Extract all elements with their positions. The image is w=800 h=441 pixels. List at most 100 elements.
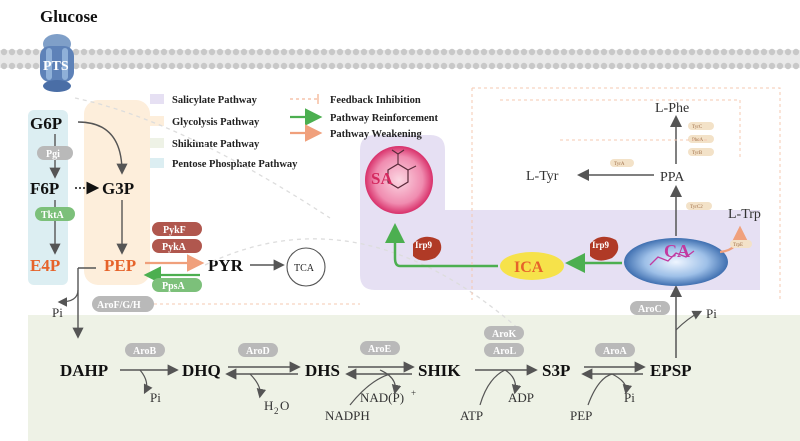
cofactor-nadp-sup: +: [411, 388, 416, 398]
lipid-head: [352, 48, 360, 56]
lipid-head: [632, 62, 640, 70]
enzyme-tyrb: [688, 148, 714, 156]
lipid-head: [136, 48, 144, 56]
lipid-head: [456, 62, 464, 70]
enzyme-tyrc2-label: TyrC2: [690, 205, 703, 210]
lipid-head: [568, 48, 576, 56]
lipid-head: [792, 62, 800, 70]
lipid-head: [264, 48, 272, 56]
lipid-head: [488, 48, 496, 56]
lipid-head: [584, 48, 592, 56]
lipid-head: [728, 48, 736, 56]
lipid-head: [176, 62, 184, 70]
feedback-arc-pts: [74, 97, 331, 219]
cofactor-o: O: [280, 398, 289, 413]
lipid-head: [168, 62, 176, 70]
lipid-head: [208, 62, 216, 70]
lipid-head: [296, 62, 304, 70]
lipid-head: [336, 62, 344, 70]
enzyme-arol: [484, 343, 524, 357]
lipid-head: [416, 62, 424, 70]
metabolite-shik: SHIK: [418, 361, 461, 380]
lipid-head: [504, 62, 512, 70]
lipid-head: [280, 48, 288, 56]
enzyme-tyrc2: [686, 202, 712, 210]
lipid-head: [656, 62, 664, 70]
lipid-head: [136, 62, 144, 70]
metabolite-ltrp: L-Trp: [728, 207, 761, 222]
lipid-head: [0, 48, 8, 56]
lipid-head: [336, 48, 344, 56]
enzyme-tyrb-label: TyrB: [692, 151, 703, 156]
lipid-head: [192, 48, 200, 56]
cofactor-nadph: NADPH: [325, 408, 370, 423]
lipid-head: [328, 48, 336, 56]
lipid-head: [720, 48, 728, 56]
cofactor-adp: ADP: [508, 390, 534, 405]
lipid-head: [144, 48, 152, 56]
lipid-head: [272, 48, 280, 56]
enzyme-pgi-label: Pgi: [46, 149, 60, 160]
lipid-head: [288, 62, 296, 70]
lipid-head: [376, 48, 384, 56]
lipid-head: [392, 62, 400, 70]
lipid-head: [504, 48, 512, 56]
lipid-head: [616, 48, 624, 56]
lipid-head: [360, 48, 368, 56]
lipid-head: [496, 62, 504, 70]
enzyme-arofgh: [92, 296, 154, 312]
lipid-head: [408, 48, 416, 56]
lipid-head: [488, 62, 496, 70]
lipid-head: [248, 62, 256, 70]
lipid-head: [472, 62, 480, 70]
enzyme-tkta: [35, 207, 75, 221]
lipid-head: [464, 62, 472, 70]
lipid-head: [472, 48, 480, 56]
metabolite-ica: ICA: [514, 259, 544, 276]
lipid-head: [784, 48, 792, 56]
legend-glycolysis: Glycolysis Pathway: [172, 117, 260, 128]
lipid-head: [568, 62, 576, 70]
lipid-head: [232, 48, 240, 56]
lipid-head: [616, 62, 624, 70]
lipid-head: [72, 48, 80, 56]
lipid-head: [664, 48, 672, 56]
lipid-head: [296, 48, 304, 56]
lipid-head: [704, 48, 712, 56]
lipid-head: [120, 48, 128, 56]
chorismate-node: [624, 238, 728, 286]
lipid-head: [224, 48, 232, 56]
enzyme-arofgh-label: AroF/G/H: [97, 300, 141, 311]
lipid-head: [784, 62, 792, 70]
lipid-head: [440, 48, 448, 56]
lipid-head: [640, 62, 648, 70]
metabolite-g3p: G3P: [102, 179, 134, 198]
lipid-head: [672, 48, 680, 56]
lipid-head: [704, 62, 712, 70]
lipid-head: [160, 48, 168, 56]
lipid-head: [16, 48, 24, 56]
pts-transporter-icon: [40, 34, 74, 92]
metabolite-ca: CA: [664, 241, 690, 261]
lipid-head: [536, 48, 544, 56]
lipid-head: [456, 48, 464, 56]
lipid-head: [312, 62, 320, 70]
lipid-head: [368, 48, 376, 56]
enzyme-pykf-label: PykF: [163, 225, 186, 236]
enzyme-irp9-ca-label: Irp9: [592, 240, 610, 250]
cofactor-atp: ATP: [460, 408, 483, 423]
lipid-head: [272, 62, 280, 70]
enzyme-aroc: [630, 301, 670, 315]
lipid-head: [688, 48, 696, 56]
lipid-head: [248, 48, 256, 56]
lipid-head: [144, 62, 152, 70]
lipid-head: [0, 62, 8, 70]
lipid-head: [720, 62, 728, 70]
lipid-head: [480, 48, 488, 56]
metabolite-pep: PEP: [104, 256, 136, 275]
lipid-head: [520, 48, 528, 56]
legend-shikimate: Shikimate Pathway: [172, 139, 260, 150]
lipid-head: [240, 62, 248, 70]
